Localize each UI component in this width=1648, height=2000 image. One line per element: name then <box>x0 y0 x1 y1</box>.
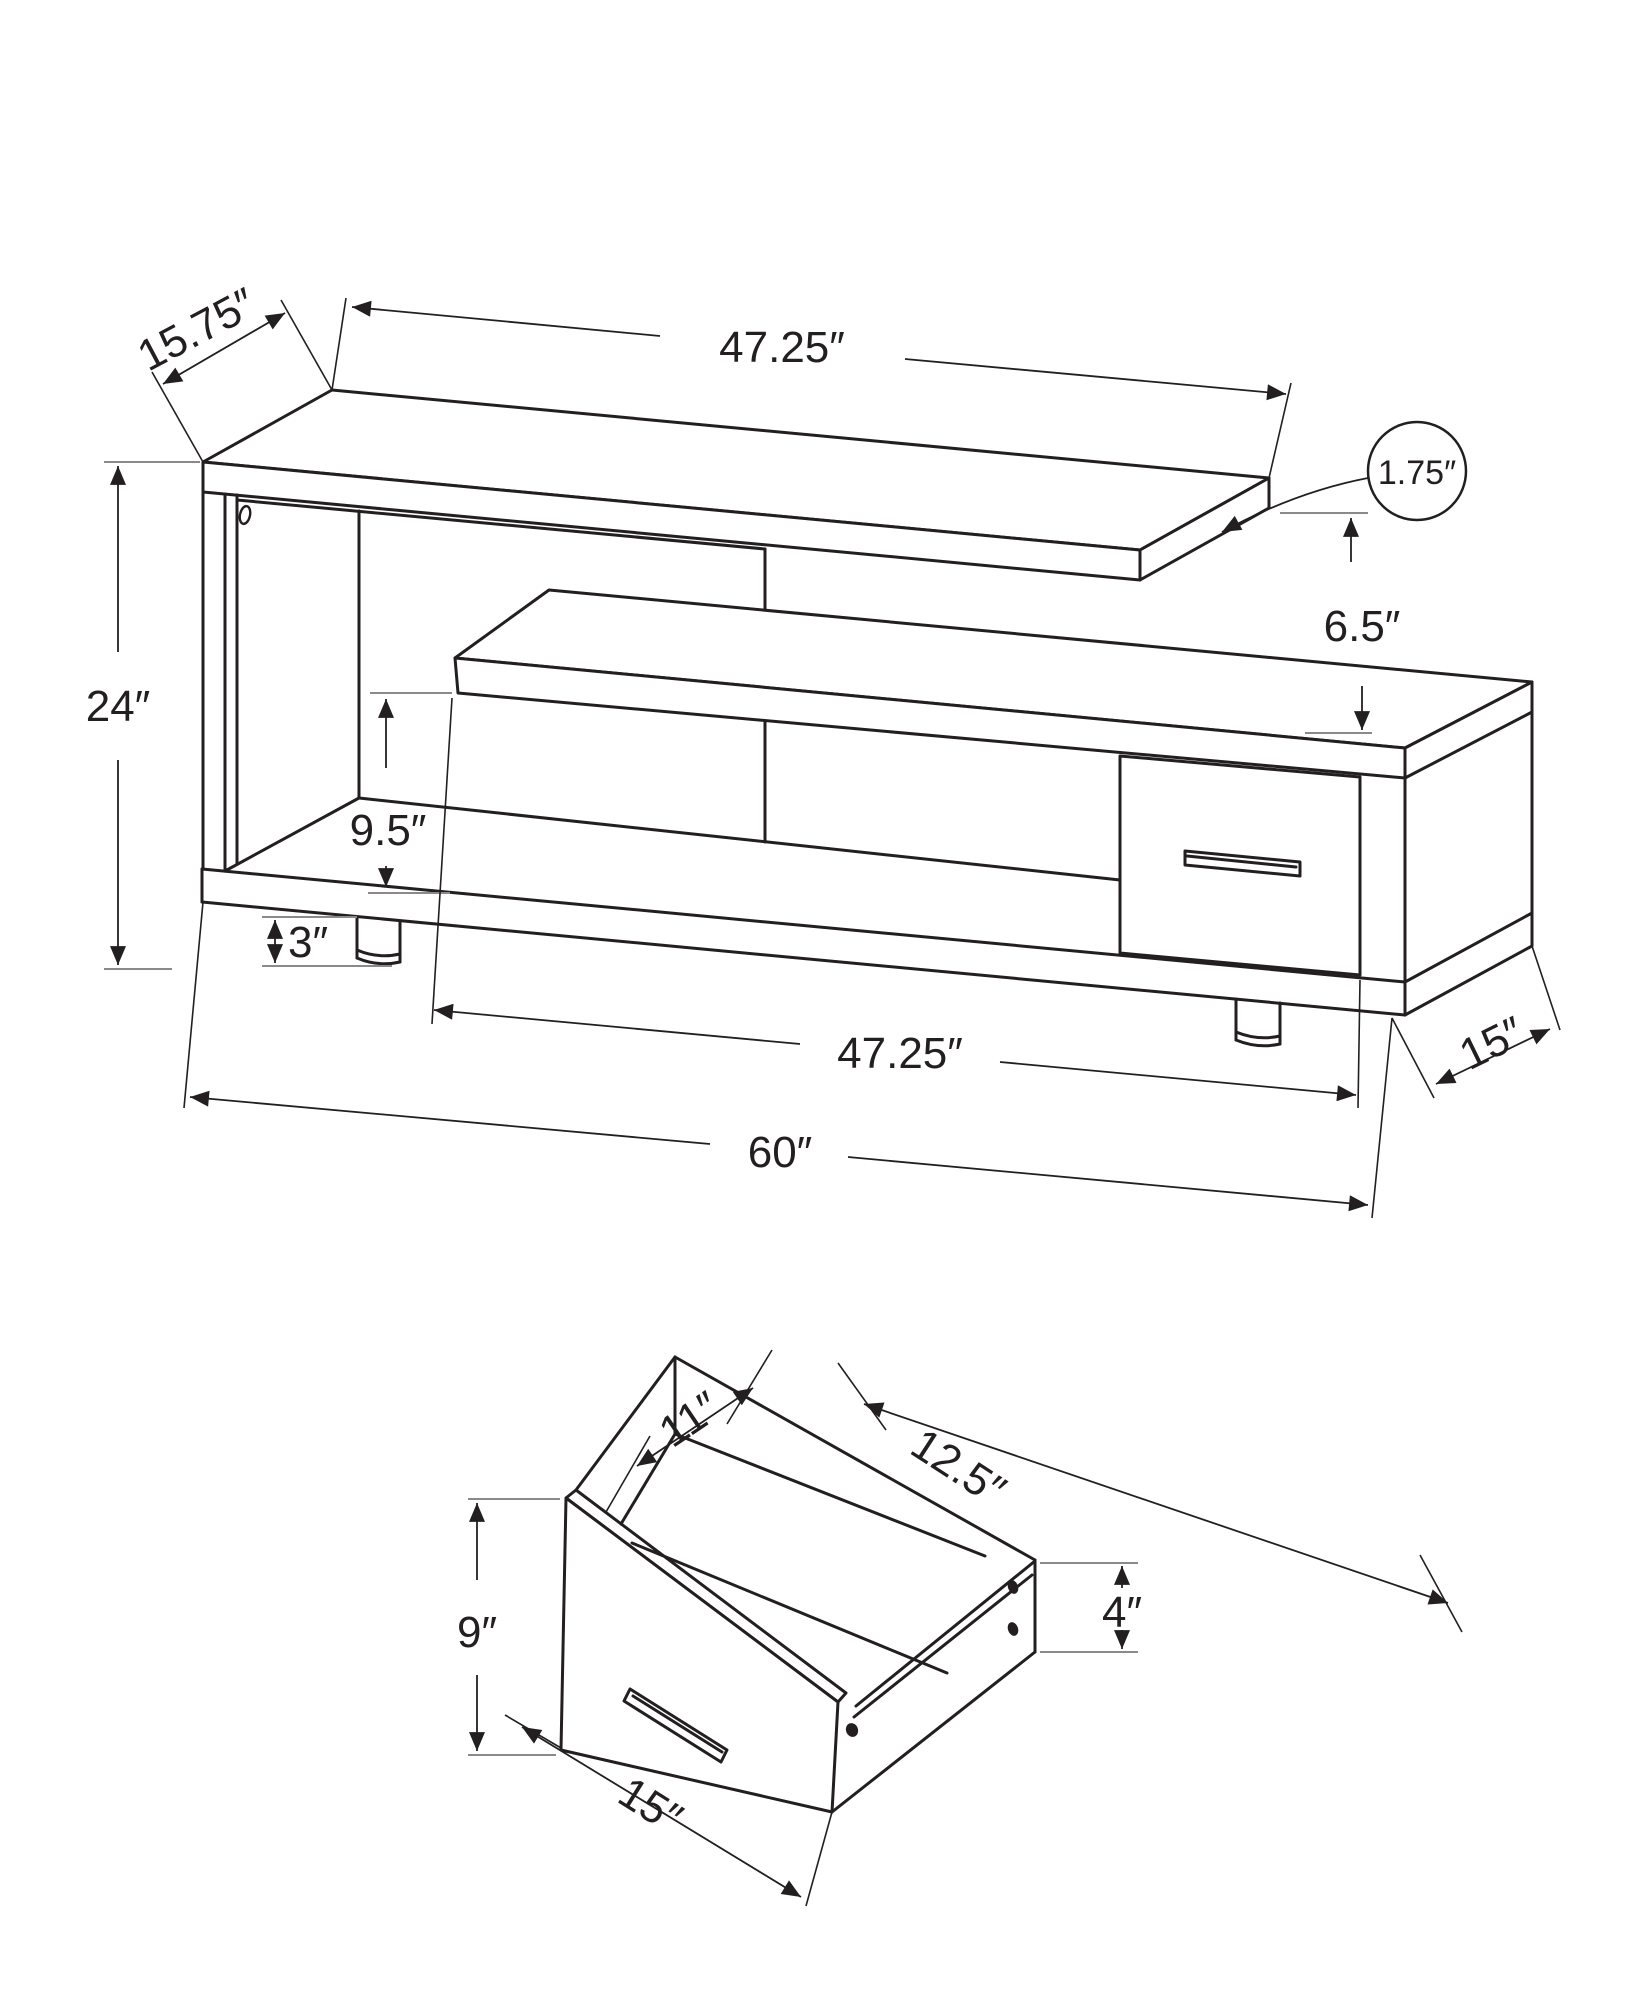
callout-top-thickness: 1.75″ <box>1221 420 1468 533</box>
dim-label-top-thickness: 1.75″ <box>1378 454 1456 492</box>
dim-overall-height: 24″ <box>86 461 200 970</box>
dim-label-opening-height: 9.5″ <box>350 806 427 855</box>
tv-stand-front-view: 15.75″ 47.25″ 1.75″ 6.5″ <box>86 279 1561 1219</box>
dim-shelf-length: 47.25″ <box>433 979 1361 1109</box>
dim-depth: 15″ <box>1391 945 1561 1099</box>
drawer-box <box>559 1355 1037 1814</box>
dim-label-drawer-front-width: 15″ <box>610 1768 691 1844</box>
legs <box>355 915 1282 1048</box>
cam-hole <box>238 504 252 526</box>
dim-gap-below-top: 6.5″ <box>1280 512 1401 734</box>
dim-opening-height: 9.5″ <box>350 692 453 1025</box>
dim-drawer-inner-width: 12.5″ <box>837 1362 1463 1633</box>
dim-overall-width: 60″ <box>183 901 1393 1219</box>
cabinet-drawer-front <box>1118 754 1362 977</box>
back-panel-and-interior <box>223 498 1122 882</box>
dim-drawer-side-height: 4″ <box>1040 1562 1142 1653</box>
dim-leg-height: 3″ <box>262 916 392 967</box>
screw-hole <box>845 1723 859 1737</box>
top-shelf <box>201 388 1271 582</box>
dim-label-drawer-inner-width: 12.5″ <box>902 1419 1014 1515</box>
dim-label-overall-height: 24″ <box>86 682 151 731</box>
dim-top-length: 47.25″ <box>331 297 1292 479</box>
dim-label-leg-height: 3″ <box>288 918 328 967</box>
dim-label-top-depth: 15.75″ <box>130 279 264 381</box>
dim-drawer-inner-depth: 11″ <box>605 1349 773 1513</box>
dim-label-top-length: 47.25″ <box>719 323 845 372</box>
drawer-detail-view: 9″ 11″ 12.5″ 4″ 15″ <box>457 1349 1463 1907</box>
dim-label-shelf-length: 47.25″ <box>837 1029 963 1078</box>
left-side-panel <box>201 490 252 873</box>
dim-label-depth: 15″ <box>1452 1007 1531 1079</box>
dim-label-overall-width: 60″ <box>748 1128 813 1177</box>
drawer-handle <box>1183 849 1302 878</box>
middle-shelf <box>453 588 1534 780</box>
dim-label-drawer-side-height: 4″ <box>1102 1588 1142 1637</box>
dim-label-gap: 6.5″ <box>1324 602 1401 651</box>
screw-hole <box>1007 1622 1019 1636</box>
dim-label-drawer-inner-depth: 11″ <box>651 1382 729 1457</box>
dim-label-drawer-front-height: 9″ <box>457 1608 497 1657</box>
